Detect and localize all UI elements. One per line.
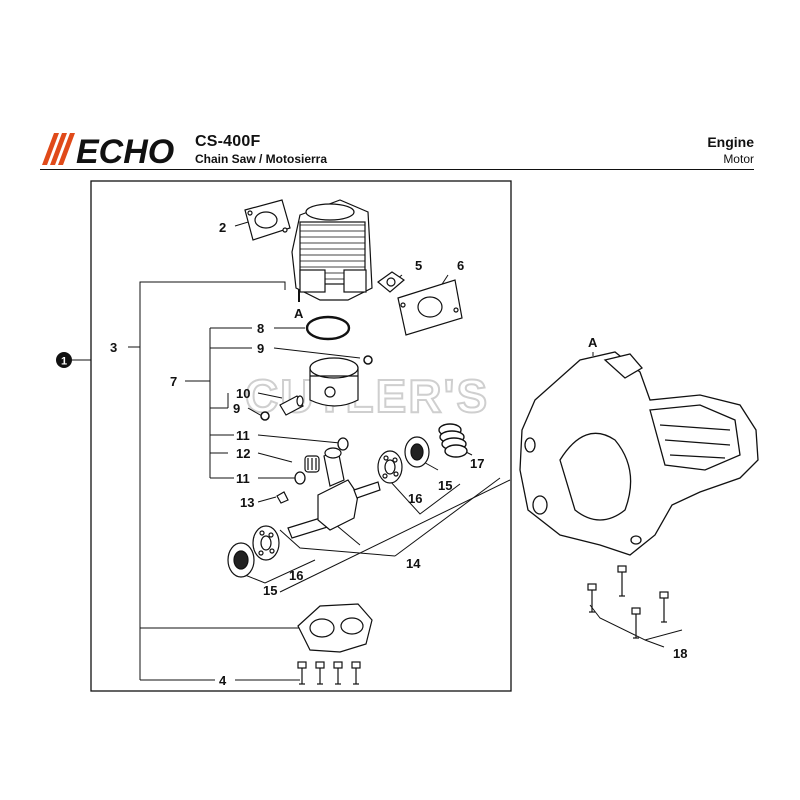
- piston-pin: [279, 395, 304, 416]
- callout-11-lower: 11: [236, 471, 250, 486]
- callout-6: 6: [457, 258, 464, 273]
- callout-18: 18: [673, 646, 687, 661]
- callout-2: 2: [219, 220, 226, 235]
- piston-ring: [305, 315, 351, 341]
- callout-4: 4: [219, 673, 227, 688]
- callout-15-left: 15: [263, 583, 277, 598]
- washer-lower: [294, 471, 306, 485]
- spring-collar: [438, 423, 468, 458]
- callout-14: 14: [406, 556, 421, 571]
- echo-logo: ECHO: [42, 133, 174, 167]
- crankcase-bolts-right: [587, 565, 669, 639]
- callout-16-right: 16: [408, 491, 422, 506]
- brand-text: ECHO: [76, 133, 174, 167]
- piston: [309, 357, 359, 407]
- watermark: CUTLER'S: [245, 370, 489, 422]
- bearing-right: [377, 450, 403, 484]
- circlip-lower: [260, 411, 270, 421]
- circlip-upper: [363, 355, 373, 365]
- cylinder: [291, 199, 373, 301]
- crankcase-housing: [519, 351, 759, 556]
- bearing-left: [252, 525, 280, 561]
- model-title: CS-400F: [195, 133, 261, 150]
- callout-8: 8: [257, 321, 264, 336]
- callout-15-right: 15: [438, 478, 452, 493]
- callout-16-left: 16: [289, 568, 303, 583]
- callout-9-upper: 9: [257, 341, 264, 356]
- ref-a-crankcase: A: [588, 335, 598, 350]
- section-subtitle: Motor: [723, 152, 754, 166]
- oil-seal-left: [227, 542, 255, 578]
- callout-11-upper: 11: [236, 428, 250, 443]
- callout-17: 17: [470, 456, 484, 471]
- intake-gasket: [377, 271, 405, 293]
- ref-a-cylinder: A: [294, 306, 304, 321]
- oil-seal-right: [404, 436, 430, 468]
- callout-10: 10: [236, 386, 250, 401]
- callout-12: 12: [236, 446, 250, 461]
- woodruff-key: [276, 491, 289, 504]
- needle-bearing: [304, 455, 320, 473]
- cylinder-gasket: [244, 199, 291, 241]
- assembly-frame: [90, 180, 512, 692]
- crankshaft: [287, 447, 381, 539]
- callout-3: 3: [110, 340, 117, 355]
- callout-7: 7: [170, 374, 177, 389]
- callout-13: 13: [240, 495, 254, 510]
- callout-5: 5: [415, 258, 422, 273]
- assembly-badge: [56, 352, 72, 368]
- callout-9-lower: 9: [233, 401, 240, 416]
- crankcase-bolts: [297, 661, 361, 685]
- header-rule: [40, 169, 754, 170]
- model-subtitle: Chain Saw / Motosierra: [195, 152, 328, 166]
- crankcase-lower: [297, 603, 373, 653]
- insulator-plate: [397, 279, 463, 336]
- callout-1: 1: [61, 356, 67, 368]
- section-title: Engine: [707, 134, 754, 150]
- washer-upper: [337, 437, 349, 451]
